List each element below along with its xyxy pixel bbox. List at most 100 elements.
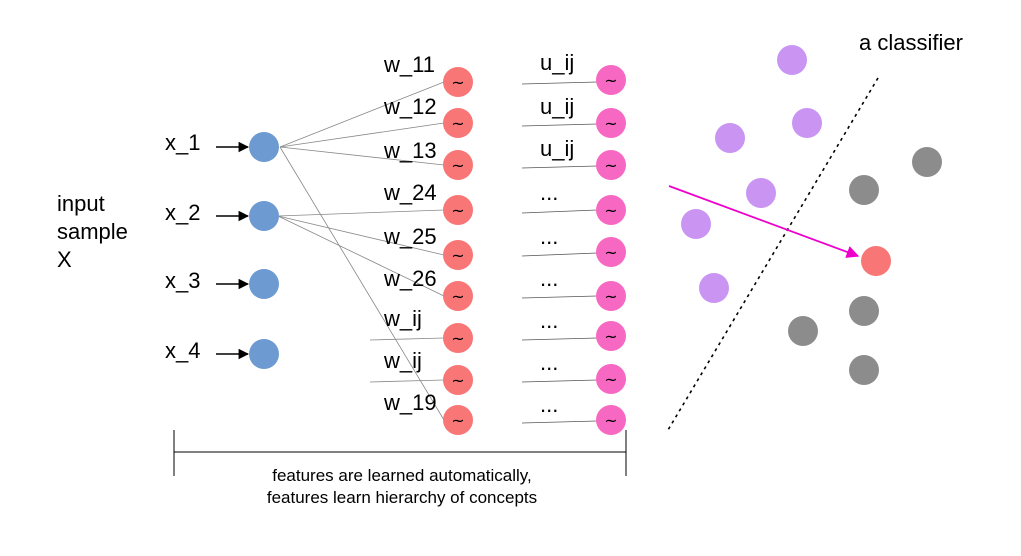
hidden-node-circle: [443, 108, 473, 138]
hidden-node: ~: [596, 150, 626, 180]
hidden-node: ~: [596, 405, 626, 435]
connection-line: [369, 379, 445, 383]
weight-label: w_ij: [383, 348, 422, 373]
hidden-node-circle: [596, 65, 626, 95]
weight-connections: [277, 81, 445, 421]
connection-line: [279, 146, 445, 421]
input-row-4: x_4: [165, 338, 250, 363]
tilde-symbol: ~: [604, 114, 617, 133]
connection-line: [521, 295, 598, 299]
input-row-1: x_1: [165, 130, 250, 155]
hidden-node-circle: [443, 281, 473, 311]
connection-line: [521, 337, 598, 341]
hidden-node: ~: [443, 150, 473, 180]
classifier-title: a classifier: [859, 30, 963, 55]
hidden-node-circle: [596, 237, 626, 267]
hidden-node-circle: [596, 364, 626, 394]
connection-line: [279, 146, 445, 166]
tilde-symbol: ~: [604, 411, 617, 430]
tilde-symbol: ~: [451, 201, 464, 220]
hidden-node-circle: [596, 321, 626, 351]
hidden-node: ~: [443, 195, 473, 225]
hidden-node: ~: [596, 65, 626, 95]
weight-label: w_11: [383, 52, 435, 77]
hidden-layer-1: ~ ~ ~ ~ ~ ~ ~ ~ ~: [443, 67, 473, 435]
hidden-node: ~: [443, 108, 473, 138]
hidden-node: ~: [596, 321, 626, 351]
u-label: ...: [540, 224, 558, 249]
hidden-node-circle: [443, 365, 473, 395]
tilde-symbol: ~: [604, 327, 617, 346]
u-label: u_ij: [540, 50, 574, 75]
input-nodes: [249, 132, 279, 369]
hidden-node-circle: [443, 150, 473, 180]
purple-point: [715, 123, 745, 153]
connection-line: [521, 81, 598, 85]
input-node-1: [249, 132, 279, 162]
connection-line: [277, 215, 445, 297]
weight-label: w_13: [383, 138, 437, 163]
connection-line: [521, 379, 598, 383]
gray-point: [849, 296, 879, 326]
decision-boundary: [667, 77, 879, 431]
hidden-node: ~: [443, 281, 473, 311]
weight-label: w_26: [383, 266, 437, 291]
input-node-3: [249, 269, 279, 299]
hidden-node-circle: [596, 405, 626, 435]
gray-point: [788, 316, 818, 346]
hidden-node: ~: [596, 364, 626, 394]
connection-line: [521, 420, 598, 424]
input-label-x2: x_2: [165, 200, 200, 225]
connection-line: [277, 215, 445, 256]
u-label: ...: [540, 392, 558, 417]
tilde-symbol: ~: [604, 71, 617, 90]
input-label-x3: x_3: [165, 268, 200, 293]
input-row-3: x_3: [165, 268, 250, 293]
input-label-line2: sample: [57, 219, 128, 244]
tilde-symbol: ~: [604, 243, 617, 262]
hidden-node-circle: [443, 405, 473, 435]
weight-label: w_12: [383, 94, 437, 119]
hidden-node: ~: [596, 195, 626, 225]
purple-point: [777, 45, 807, 75]
u-label: u_ij: [540, 94, 574, 119]
tilde-symbol: ~: [451, 411, 464, 430]
connection-line: [277, 209, 445, 217]
hidden-node-circle: [443, 323, 473, 353]
hidden-node: ~: [596, 281, 626, 311]
connection-line: [369, 337, 445, 341]
class-purple-points: [681, 45, 822, 303]
feature-bracket: [173, 430, 627, 476]
gray-point: [912, 147, 942, 177]
hidden-node: ~: [443, 67, 473, 97]
input-label-x4: x_4: [165, 338, 200, 363]
connection-line: [521, 209, 598, 214]
hidden-node-circle: [596, 195, 626, 225]
u-labels: u_ij u_ij u_ij ... ... ... ... ... ...: [540, 50, 574, 417]
tilde-symbol: ~: [451, 114, 464, 133]
input-row-2: x_2: [165, 200, 250, 225]
class-gray-points: [788, 147, 942, 385]
tilde-symbol: ~: [604, 287, 617, 306]
purple-point: [792, 108, 822, 138]
new-sample-point: [861, 246, 891, 276]
tilde-symbol: ~: [451, 73, 464, 92]
hidden-node-circle: [443, 67, 473, 97]
hidden-node: ~: [596, 237, 626, 267]
hidden-node-circle: [443, 195, 473, 225]
connection-line: [521, 165, 598, 169]
purple-point: [746, 178, 776, 208]
u-label: u_ij: [540, 136, 574, 161]
u-label: ...: [540, 266, 558, 291]
tilde-symbol: ~: [604, 201, 617, 220]
tilde-symbol: ~: [451, 329, 464, 348]
connection-line: [521, 123, 598, 127]
gray-point: [849, 175, 879, 205]
classification-arrow: [668, 185, 860, 258]
caption-line2: features learn hierarchy of concepts: [267, 488, 537, 507]
hidden-node: ~: [443, 365, 473, 395]
gray-point: [849, 355, 879, 385]
connection-line: [521, 252, 598, 257]
tilde-symbol: ~: [451, 287, 464, 306]
